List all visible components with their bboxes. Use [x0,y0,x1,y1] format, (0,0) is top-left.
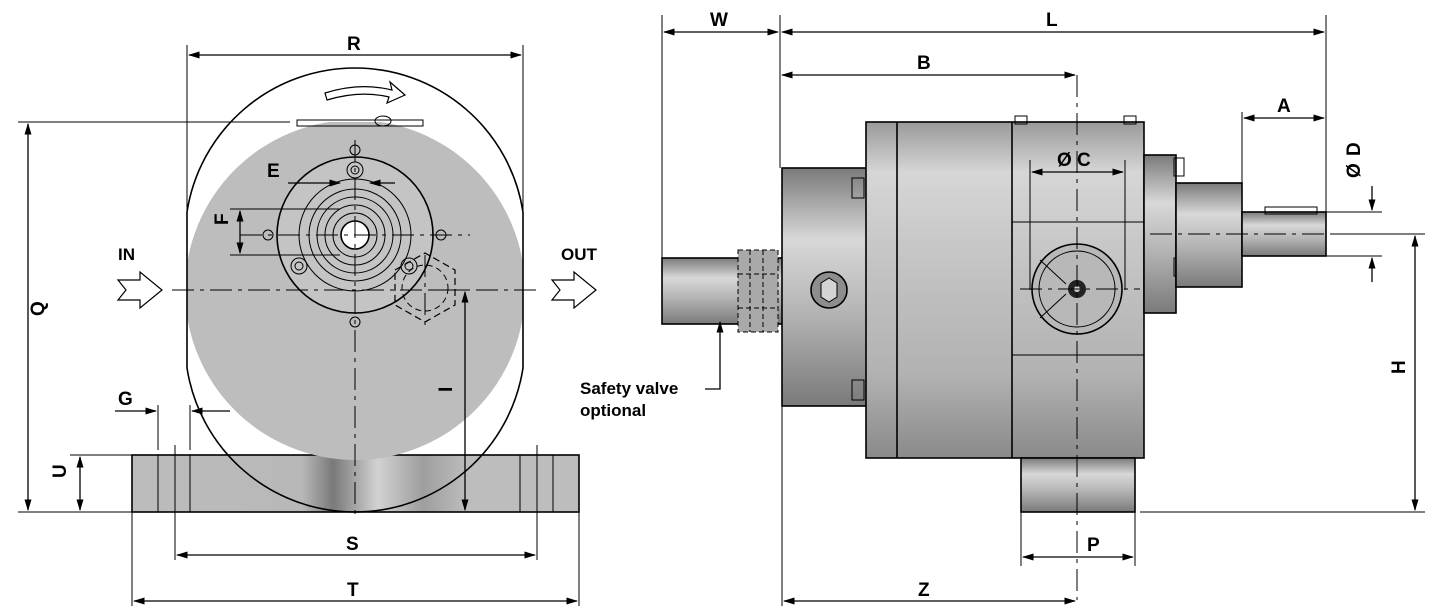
dim-label-a: A [1277,96,1291,117]
rotation-arrow-icon [324,80,407,105]
inlet-arrow-icon [116,270,163,310]
dim-label-t: T [347,580,359,601]
safety-valve-hexagon [394,252,456,323]
dim-label-w: W [710,10,728,31]
dim-label-q: Q [28,301,49,316]
label-out: OUT [561,245,598,264]
dim-label-c-diameter: Ø [1057,150,1072,171]
dim-label-b: B [917,53,931,74]
label-in: IN [118,245,135,264]
dim-label-g: G [118,389,133,410]
dim-label-f: F [212,213,233,225]
side-view: W L B Ø C A D Ø H P [580,10,1425,606]
front-view: IN OUT R E F Q G U I [18,34,598,606]
bolt-hole [262,229,274,241]
bolt-hole [349,316,361,328]
dim-label-u: U [50,464,71,478]
dim-label-e: E [267,161,280,182]
outlet-arrow-icon [550,270,597,310]
dim-label-l: L [1046,10,1058,31]
shaft-housing [1175,182,1243,288]
dim-label-i: I [436,387,457,392]
dim-label-z: Z [918,580,930,601]
dim-label-c: C [1077,150,1091,171]
dim-label-h: H [1389,360,1410,374]
safety-valve-label: Safety valve [580,379,678,398]
dim-label-d: D [1344,142,1365,156]
dim-label-d-diameter: Ø [1344,163,1365,178]
dim-label-r: R [347,34,361,55]
dim-label-p: P [1087,535,1100,556]
safety-valve-label-optional: optional [580,401,646,420]
dim-label-s: S [346,534,359,555]
mounting-foot [1020,457,1136,513]
